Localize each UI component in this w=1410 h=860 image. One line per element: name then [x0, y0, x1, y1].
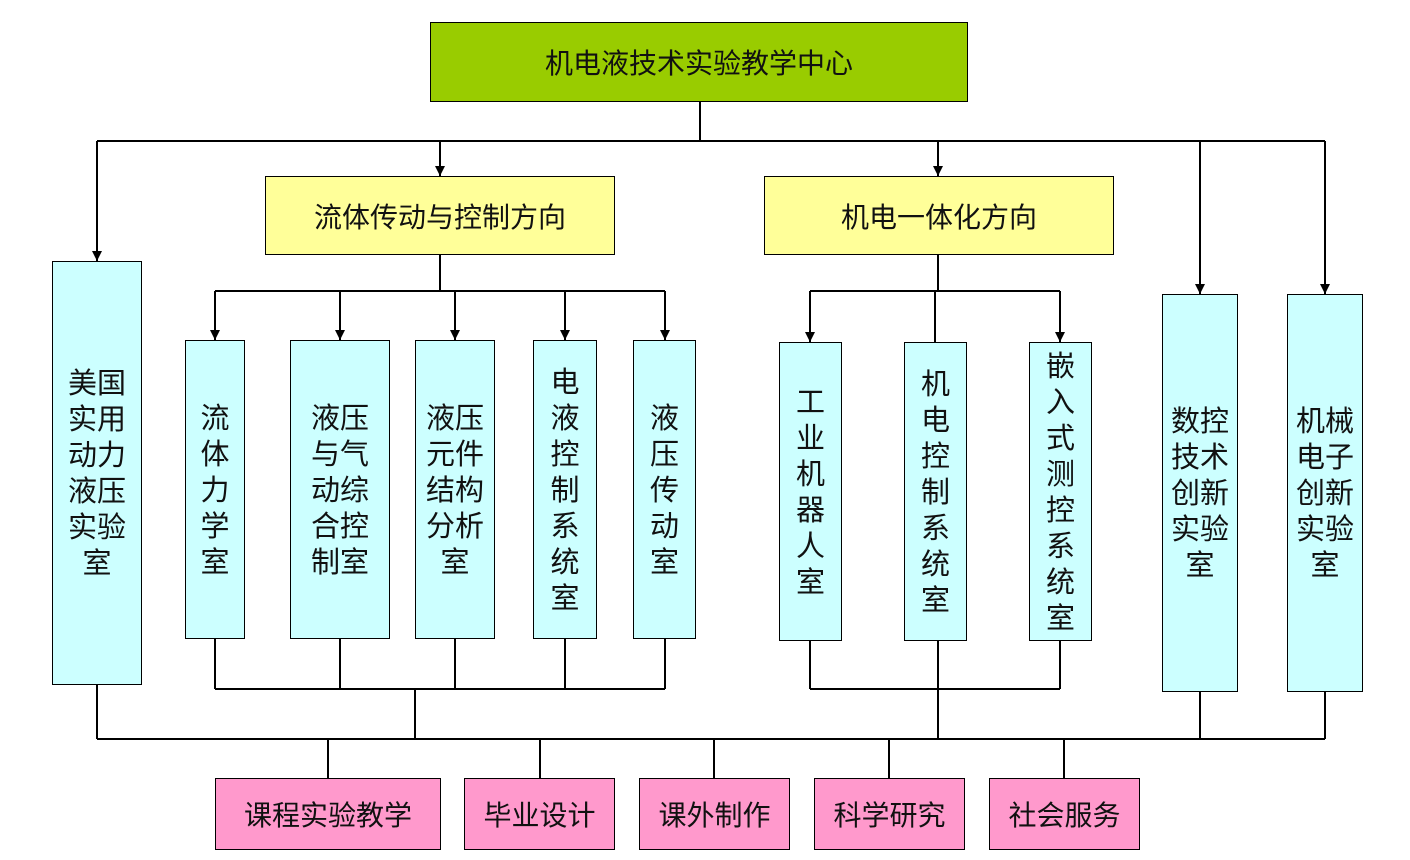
center-node: 机电液技术实验教学中心 — [430, 22, 968, 102]
graduation-design-node: 毕业设计 — [464, 778, 615, 850]
fluid-mechanics-lab-node: 流体力学室 — [185, 340, 245, 639]
course-teaching-node: 课程实验教学 — [215, 778, 441, 850]
research-node: 科学研究 — [814, 778, 965, 850]
component-analysis-lab-node: 液压元件结构分析室 — [415, 340, 495, 639]
fluid-direction-node: 流体传动与控制方向 — [265, 176, 615, 255]
robot-lab-node: 工业机器人室 — [779, 342, 842, 641]
mechatronics-direction-node: 机电一体化方向 — [764, 176, 1114, 255]
mechatronic-innovation-lab-node: 机械电子创新实验室 — [1287, 294, 1363, 692]
cnc-innovation-lab-node: 数控技术创新实验室 — [1162, 294, 1238, 692]
mech-control-lab-node: 机电控制系统室 — [904, 342, 967, 641]
social-service-node: 社会服务 — [989, 778, 1140, 850]
hydraulic-pneumatic-lab-node: 液压与气动综合控制室 — [290, 340, 390, 639]
us-hydraulic-lab-node: 美国实用动力液压实验室 — [52, 261, 142, 685]
hydraulic-transmission-lab-node: 液压传动室 — [633, 340, 696, 639]
extracurricular-node: 课外制作 — [639, 778, 790, 850]
electrohydraulic-lab-node: 电液控制系统室 — [533, 340, 597, 639]
embedded-lab-node: 嵌入式测控系统室 — [1029, 342, 1092, 641]
